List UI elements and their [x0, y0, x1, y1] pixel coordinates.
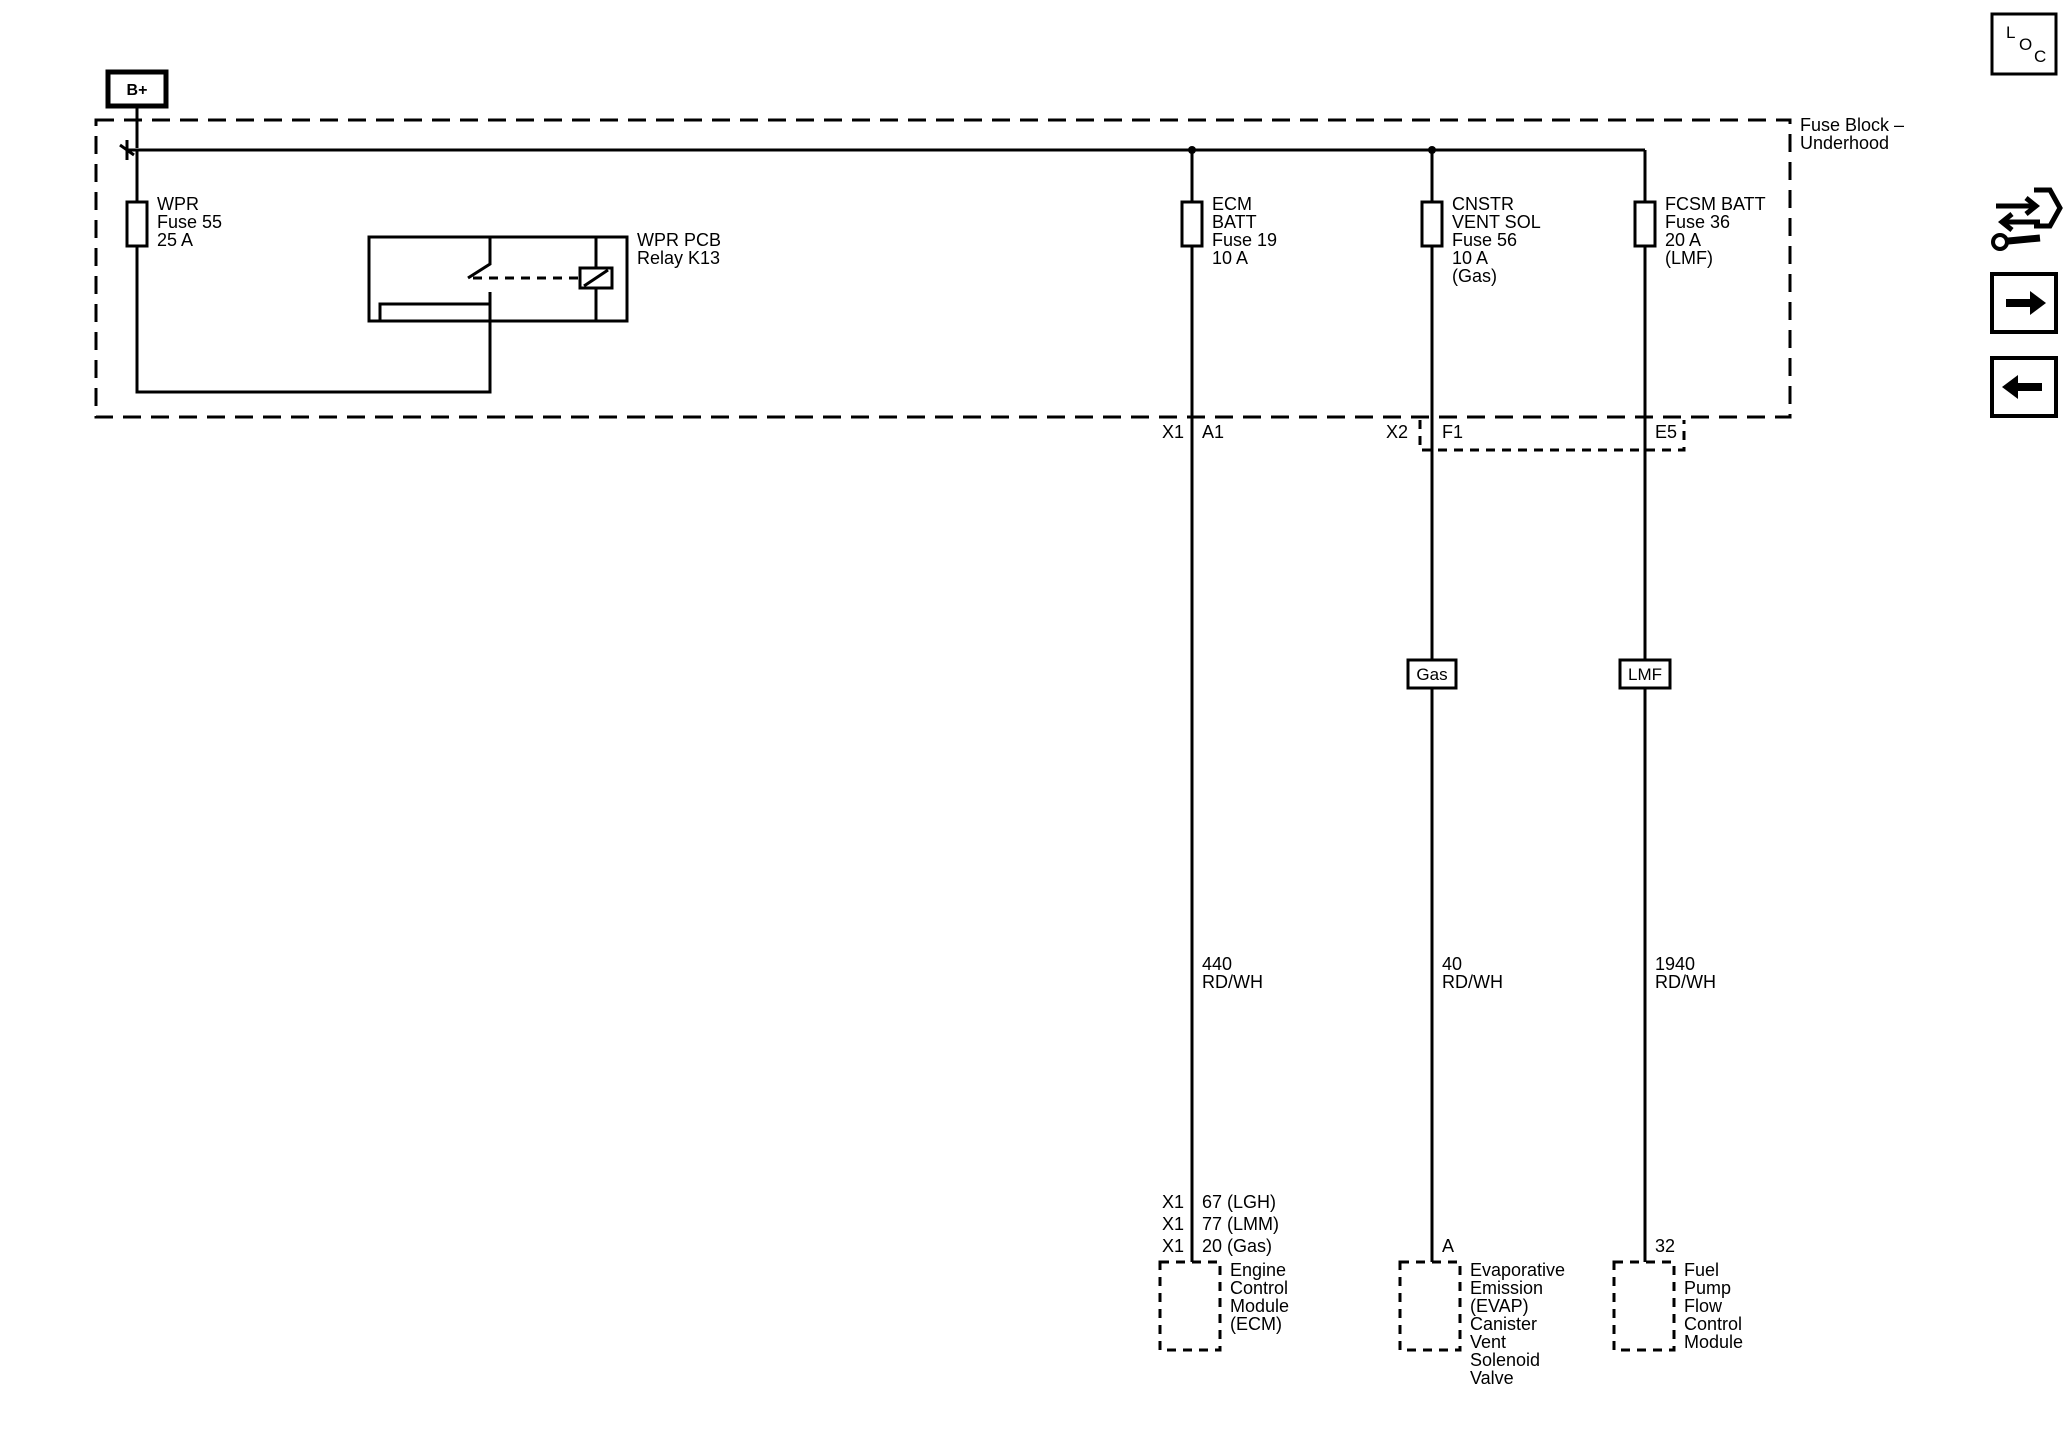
svg-text:X1: X1: [1162, 1214, 1184, 1234]
svg-text:BATT: BATT: [1212, 212, 1257, 232]
svg-text:WPR PCB: WPR PCB: [637, 230, 721, 250]
svg-text:Module: Module: [1230, 1296, 1289, 1316]
lmf-option-tag: LMF: [1618, 658, 1672, 690]
svg-text:Canister: Canister: [1470, 1314, 1537, 1334]
svg-text:77 (LMM): 77 (LMM): [1202, 1214, 1279, 1234]
loc-icon[interactable]: L O C: [1990, 12, 2058, 76]
fpfcm-component-label: Fuel Pump Flow Control Module: [1684, 1260, 1743, 1352]
svg-text:E5: E5: [1655, 422, 1677, 442]
wpr-fuse-symbol: [125, 200, 149, 248]
svg-text:Emission: Emission: [1470, 1278, 1543, 1298]
svg-text:Underhood: Underhood: [1800, 133, 1889, 153]
svg-text:Control: Control: [1230, 1278, 1288, 1298]
cnstr-vent-fuse-label: CNSTR VENT SOL Fuse 56 10 A (Gas): [1452, 194, 1541, 286]
connector-labels: X1 A1 X2 F1 E5: [1162, 422, 1677, 442]
wire-label-1940: 1940 RD/WH: [1655, 954, 1716, 992]
svg-text:F1: F1: [1442, 422, 1463, 442]
svg-text:WPR: WPR: [157, 194, 199, 214]
fpfcm-component-outline: [1612, 1260, 1676, 1352]
svg-text:67 (LGH): 67 (LGH): [1202, 1192, 1276, 1212]
battery-label: B+: [127, 82, 148, 99]
svg-text:Flow: Flow: [1684, 1296, 1723, 1316]
svg-text:(LMF): (LMF): [1665, 248, 1713, 268]
svg-text:Module: Module: [1684, 1332, 1743, 1352]
svg-text:Evaporative: Evaporative: [1470, 1260, 1565, 1280]
evap-component-outline: [1398, 1260, 1462, 1352]
wire-label-40: 40 RD/WH: [1442, 954, 1503, 992]
fcsm-batt-fuse-symbol: [1633, 200, 1657, 248]
svg-text:Solenoid: Solenoid: [1470, 1350, 1540, 1370]
svg-text:X1: X1: [1162, 422, 1184, 442]
svg-text:(EVAP): (EVAP): [1470, 1296, 1529, 1316]
wpr-relay: [367, 235, 629, 323]
svg-text:A1: A1: [1202, 422, 1224, 442]
connector-service-icon[interactable]: [1991, 187, 2063, 251]
svg-text:RD/WH: RD/WH: [1442, 972, 1503, 992]
arrow-right-icon[interactable]: [1990, 272, 2058, 334]
svg-text:Gas: Gas: [1416, 665, 1447, 684]
svg-text:Fuse 19: Fuse 19: [1212, 230, 1277, 250]
svg-text:Fuse 36: Fuse 36: [1665, 212, 1730, 232]
svg-text:LMF: LMF: [1628, 665, 1662, 684]
ecm-component-label: Engine Control Module (ECM): [1230, 1260, 1289, 1334]
svg-text:Fuel: Fuel: [1684, 1260, 1719, 1280]
svg-text:VENT SOL: VENT SOL: [1452, 212, 1541, 232]
svg-text:(ECM): (ECM): [1230, 1314, 1282, 1334]
svg-text:X1: X1: [1162, 1236, 1184, 1256]
svg-text:L: L: [2006, 23, 2015, 42]
svg-text:O: O: [2019, 35, 2032, 54]
wire-label-440: 440 RD/WH: [1202, 954, 1263, 992]
svg-text:C: C: [2034, 47, 2046, 66]
cnstr-vent-fuse-symbol: [1420, 200, 1444, 248]
bus-stub-left: [119, 140, 135, 160]
svg-text:Fuse 56: Fuse 56: [1452, 230, 1517, 250]
battery-source: B+: [105, 69, 169, 109]
ecm-component-outline: [1158, 1260, 1222, 1352]
wpr-relay-label: WPR PCB Relay K13: [637, 230, 721, 268]
x2-connector-outline: [1418, 420, 1686, 452]
ecm-batt-fuse-symbol: [1180, 200, 1204, 248]
svg-text:X1: X1: [1162, 1192, 1184, 1212]
ecm-batt-fuse-label: ECM BATT Fuse 19 10 A: [1212, 194, 1277, 268]
evap-component-label: Evaporative Emission (EVAP) Canister Ven…: [1470, 1260, 1565, 1388]
ecm-pin-labels: X1 67 (LGH) X1 77 (LMM) X1 20 (Gas): [1162, 1192, 1279, 1256]
svg-text:Control: Control: [1684, 1314, 1742, 1334]
gas-option-tag: Gas: [1406, 658, 1458, 690]
svg-text:CNSTR: CNSTR: [1452, 194, 1514, 214]
fcsm-batt-fuse-label: FCSM BATT Fuse 36 20 A (LMF): [1665, 194, 1766, 268]
fpfcm-pin-label: 32: [1655, 1236, 1675, 1256]
svg-text:Pump: Pump: [1684, 1278, 1731, 1298]
svg-text:X2: X2: [1386, 422, 1408, 442]
svg-text:Fuse 55: Fuse 55: [157, 212, 222, 232]
svg-text:RD/WH: RD/WH: [1655, 972, 1716, 992]
fuse-block-label: Fuse Block – Underhood: [1800, 115, 1904, 153]
evap-pin-label: A: [1442, 1236, 1454, 1256]
svg-text:Relay K13: Relay K13: [637, 248, 720, 268]
svg-text:FCSM BATT: FCSM BATT: [1665, 194, 1766, 214]
svg-text:10 A: 10 A: [1452, 248, 1488, 268]
wpr-fuse-label: WPR Fuse 55 25 A: [157, 194, 222, 250]
svg-text:10 A: 10 A: [1212, 248, 1248, 268]
svg-text:Fuse Block –: Fuse Block –: [1800, 115, 1904, 135]
svg-text:Vent: Vent: [1470, 1332, 1506, 1352]
fuse-block-outline: [94, 118, 1792, 419]
svg-text:40: 40: [1442, 954, 1462, 974]
arrow-left-icon[interactable]: [1990, 356, 2058, 418]
svg-text:(Gas): (Gas): [1452, 266, 1497, 286]
svg-text:25 A: 25 A: [157, 230, 193, 250]
svg-text:ECM: ECM: [1212, 194, 1252, 214]
svg-text:Valve: Valve: [1470, 1368, 1514, 1388]
wpr-branch-wire: [135, 150, 492, 394]
svg-text:20 A: 20 A: [1665, 230, 1701, 250]
svg-text:440: 440: [1202, 954, 1232, 974]
svg-text:1940: 1940: [1655, 954, 1695, 974]
svg-text:RD/WH: RD/WH: [1202, 972, 1263, 992]
svg-text:Engine: Engine: [1230, 1260, 1286, 1280]
svg-text:20 (Gas): 20 (Gas): [1202, 1236, 1272, 1256]
